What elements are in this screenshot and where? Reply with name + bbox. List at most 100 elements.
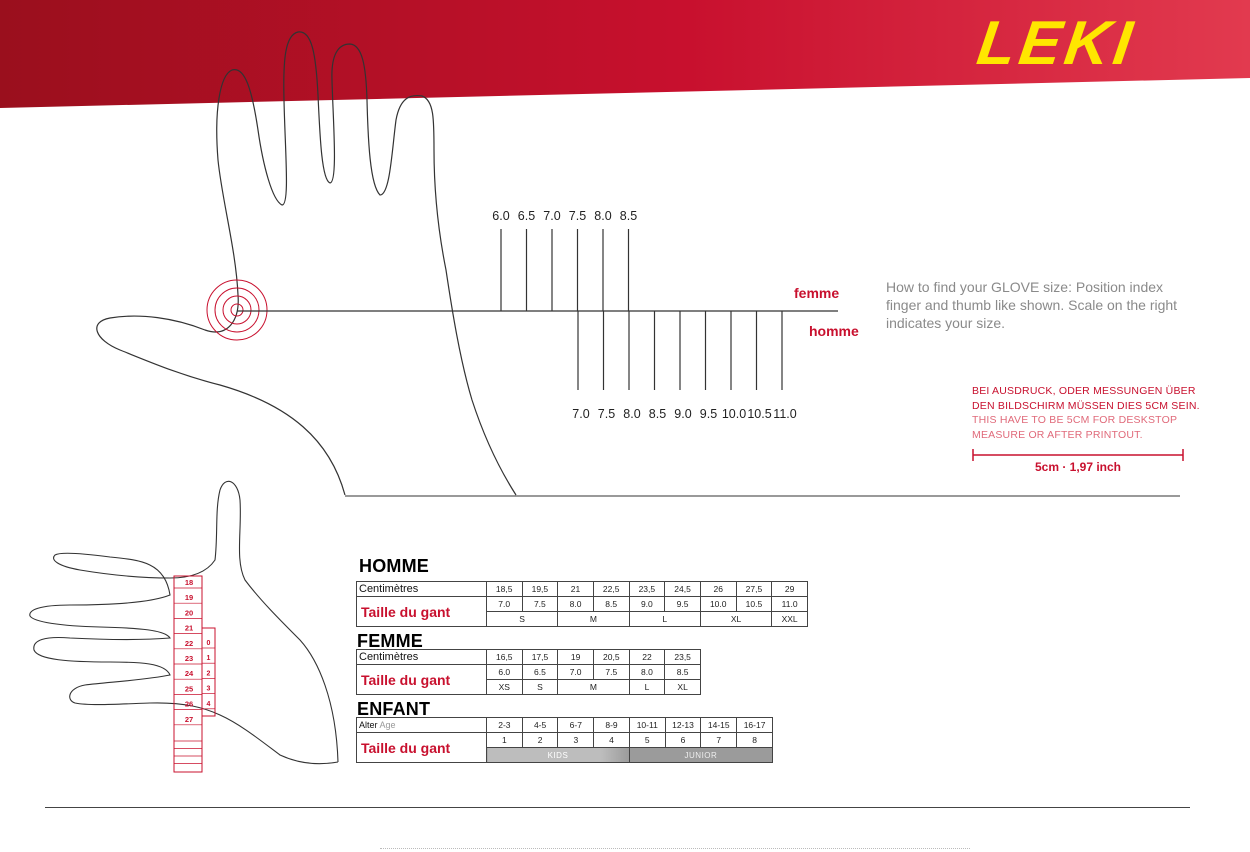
print-note-en: THIS HAVE TO BE 5CM FOR DESKSTOP MEASURE… bbox=[972, 414, 1177, 441]
femme-tick-label: 8.5 bbox=[620, 209, 637, 223]
enfant-size-cell: 2 bbox=[521, 732, 559, 748]
femme-letter-cell: XL bbox=[664, 679, 701, 695]
child-ruler-mark-label: 3 bbox=[207, 686, 211, 693]
ruler-mark-label: 27 bbox=[185, 715, 193, 724]
femme-label: femme bbox=[794, 285, 839, 301]
homme-size-cell: 11.0 bbox=[771, 596, 808, 612]
enfant-age-label-main: Alter bbox=[359, 720, 378, 730]
homme-tick-label: 10.0 bbox=[722, 407, 746, 421]
enfant-size-cell: 8 bbox=[736, 732, 773, 748]
homme-cm-cell: 21 bbox=[557, 581, 594, 597]
enfant-age-cell: 14-15 bbox=[700, 717, 738, 733]
child-ruler-mark-label: 4 bbox=[207, 701, 211, 708]
femme-size-cell: 6.5 bbox=[521, 664, 559, 680]
enfant-size-cell: 1 bbox=[486, 732, 523, 748]
femme-size-cell: 7.5 bbox=[592, 664, 630, 680]
kids-category: KIDS bbox=[486, 747, 630, 763]
homme-tick-label: 8.0 bbox=[623, 407, 640, 421]
femme-cm-cell: 16,5 bbox=[485, 649, 523, 665]
enfant-age-row: Alter Age 2-3 4-5 6-7 8-9 10-11 12-13 14… bbox=[355, 717, 773, 733]
homme-label: homme bbox=[809, 323, 859, 339]
enfant-age-cell: 8-9 bbox=[593, 717, 630, 733]
ruler-mark-label: 23 bbox=[185, 654, 193, 663]
enfant-size-cell: 5 bbox=[628, 732, 666, 748]
femme-cm-label: Centimètres bbox=[356, 649, 487, 665]
femme-cm-cell: 19 bbox=[557, 649, 594, 665]
homme-size-cell: 7.5 bbox=[521, 596, 559, 612]
enfant-size-cell: 3 bbox=[557, 732, 595, 748]
femme-cm-cell: 22 bbox=[628, 649, 666, 665]
homme-tick-label: 8.5 bbox=[649, 407, 666, 421]
enfant-title: ENFANT bbox=[357, 699, 431, 719]
homme-tick-label: 10.5 bbox=[747, 407, 771, 421]
femme-tick-label: 6.5 bbox=[518, 209, 535, 223]
junior-category: JUNIOR bbox=[628, 747, 774, 763]
print-note-de: BEI AUSDRUCK, ODER MESSUNGEN ÜBER DEN BI… bbox=[972, 385, 1200, 412]
femme-title: FEMME bbox=[357, 631, 423, 651]
homme-cm-cell: 24,5 bbox=[664, 581, 701, 597]
homme-cm-cell: 26 bbox=[699, 581, 737, 597]
enfant-size-row: Taille du gant 1 2 3 4 5 6 7 8 bbox=[355, 732, 773, 763]
femme-tick-label: 8.0 bbox=[594, 209, 611, 223]
homme-letter-cell: L bbox=[628, 611, 701, 627]
homme-size-row: Taille du gant 7.0 7.5 8.0 8.5 9.0 9.5 1… bbox=[356, 596, 808, 627]
ruler-mark-label: 20 bbox=[185, 608, 193, 617]
enfant-table: Alter Age 2-3 4-5 6-7 8-9 10-11 12-13 14… bbox=[355, 717, 774, 763]
femme-letter-cell: L bbox=[628, 679, 666, 695]
femme-size-cell: 8.5 bbox=[664, 664, 701, 680]
femme-letter-row: XS S M L XL bbox=[357, 679, 701, 695]
scale-caption: 5cm · 1,97 inch bbox=[1034, 460, 1122, 474]
homme-letter-cell: S bbox=[485, 611, 559, 627]
homme-tick-label: 7.5 bbox=[598, 407, 615, 421]
femme-letter-cell: M bbox=[557, 679, 630, 695]
homme-cm-cell: 22,5 bbox=[592, 581, 630, 597]
homme-letter-cell: XL bbox=[699, 611, 773, 627]
enfant-age-cell: 12-13 bbox=[664, 717, 702, 733]
ruler-mark-label: 22 bbox=[185, 639, 193, 648]
homme-cm-cell: 29 bbox=[771, 581, 808, 597]
ruler-mark-label: 19 bbox=[185, 593, 193, 602]
homme-cm-cell: 23,5 bbox=[628, 581, 666, 597]
enfant-category-row: KIDS JUNIOR bbox=[357, 747, 774, 763]
femme-tick-label: 7.0 bbox=[543, 209, 560, 223]
homme-table: Centimètres 18,5 19,5 21 22,5 23,5 24,5 … bbox=[356, 581, 808, 627]
lower-hand-outline bbox=[29, 480, 339, 765]
femme-tick-label: 6.0 bbox=[492, 209, 509, 223]
femme-cm-cell: 20,5 bbox=[592, 649, 630, 665]
femme-table: Centimètres 16,5 17,5 19 20,5 22 23,5 Ta… bbox=[356, 649, 701, 695]
homme-tick-label: 7.0 bbox=[572, 407, 589, 421]
header-red-shape bbox=[0, 0, 1250, 108]
femme-size-cell: 7.0 bbox=[557, 664, 594, 680]
homme-size-cell: 10.5 bbox=[735, 596, 773, 612]
femme-glove-label: Taille du gant bbox=[356, 664, 487, 695]
ruler-mark-label: 18 bbox=[185, 578, 193, 587]
enfant-age-cell: 4-5 bbox=[521, 717, 559, 733]
homme-tick-label: 9.0 bbox=[674, 407, 691, 421]
child-ruler-mark-label: 0 bbox=[207, 640, 211, 647]
femme-letter-cell: S bbox=[521, 679, 559, 695]
femme-cm-row: Centimètres 16,5 17,5 19 20,5 22 23,5 bbox=[356, 649, 701, 665]
enfant-age-cell: 6-7 bbox=[557, 717, 595, 733]
homme-size-cell: 9.0 bbox=[628, 596, 666, 612]
instruction-text: How to find your GLOVE size: Position in… bbox=[886, 279, 1178, 331]
enfant-age-label: Alter Age bbox=[355, 717, 488, 733]
enfant-age-cell: 2-3 bbox=[486, 717, 523, 733]
femme-size-cell: 6.0 bbox=[485, 664, 523, 680]
bottom-divider bbox=[45, 807, 1190, 808]
femme-size-cell: 8.0 bbox=[628, 664, 666, 680]
measure-circles bbox=[206, 279, 268, 341]
ruler-mark-label: 25 bbox=[185, 684, 193, 693]
homme-letter-cell: M bbox=[557, 611, 630, 627]
child-ruler-mark-label: 1 bbox=[207, 655, 211, 662]
enfant-age-cell: 10-11 bbox=[628, 717, 666, 733]
five-cm-scale bbox=[972, 449, 1184, 461]
homme-tick-label: 9.5 bbox=[700, 407, 717, 421]
homme-letter-cell: XXL bbox=[771, 611, 808, 627]
femme-cm-cell: 23,5 bbox=[664, 649, 701, 665]
homme-size-cell: 10.0 bbox=[699, 596, 737, 612]
upper-hand-outline bbox=[96, 31, 517, 496]
